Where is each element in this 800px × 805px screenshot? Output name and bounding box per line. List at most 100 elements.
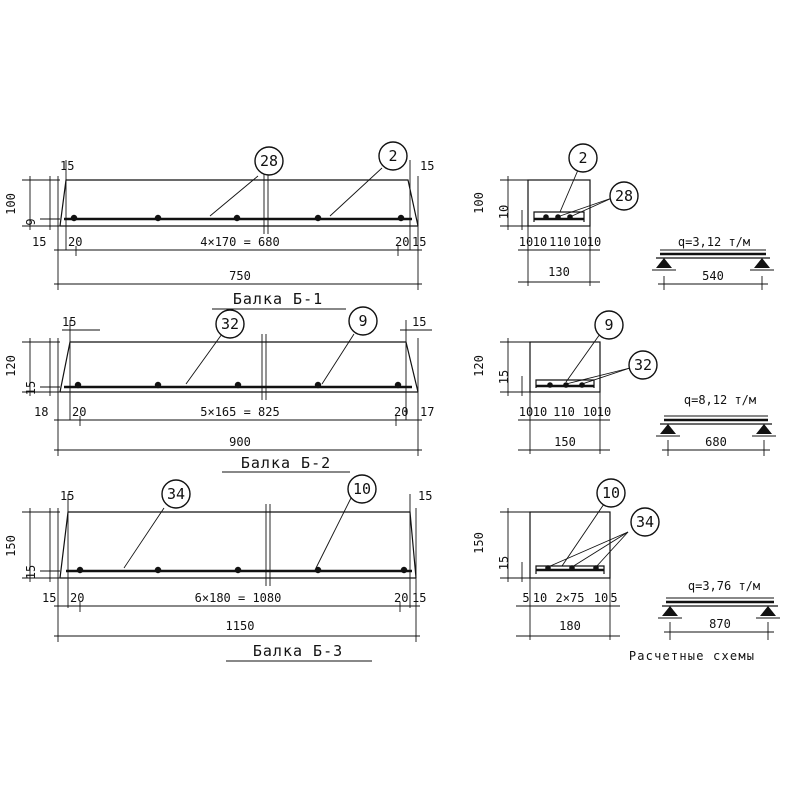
section-b2-sub-5: 10 bbox=[597, 405, 611, 419]
beam-b1-bubble-stirrup: 2 bbox=[378, 141, 408, 171]
beam-b1-bottom-left-gap: 20 bbox=[68, 235, 82, 249]
scheme-b1: q=3,12 т/м 540 bbox=[652, 235, 774, 290]
beam-b1: 28 2 15 15 100 9 15 20 4×170 = 680 20 15… bbox=[4, 141, 434, 310]
beam-b1-bubble-bar: 28 bbox=[254, 146, 284, 176]
beam-b2-bottom-right-edge: 17 bbox=[420, 405, 434, 419]
beam-b2-cover: 15 bbox=[24, 381, 38, 395]
section-b2-mark-bar: 32 bbox=[634, 356, 652, 374]
section-b1-sub-4: 10 bbox=[573, 235, 587, 249]
beam-b1-end-right: 15 bbox=[420, 159, 434, 173]
beam-b2-end-left: 15 bbox=[62, 315, 76, 329]
beam-b1-spacing-label: 4×170 = 680 bbox=[200, 235, 279, 249]
schemes-caption: Расчетные схемы bbox=[629, 649, 755, 663]
beam-b1-dimensions bbox=[22, 160, 422, 290]
scheme-b3-load: q=3,76 т/м bbox=[688, 579, 760, 593]
beam-b2-mark-bar: 32 bbox=[221, 315, 239, 333]
beam-b3-end-left: 15 bbox=[60, 489, 74, 503]
section-b2-sub-1: 10 bbox=[519, 405, 533, 419]
beam-b2-bottom-left-edge: 18 bbox=[34, 405, 48, 419]
section-b1-sub-3: 110 bbox=[549, 235, 571, 249]
beam-b1-end-left: 15 bbox=[60, 159, 74, 173]
beam-b3-title: Балка Б-3 bbox=[253, 642, 343, 660]
section-b1-sub-5: 10 bbox=[587, 235, 601, 249]
section-b1-width: 130 bbox=[548, 265, 570, 279]
beam-b3-cover: 15 bbox=[24, 565, 38, 579]
beam-b1-mark-bar: 28 bbox=[260, 152, 278, 170]
scheme-b1-load: q=3,12 т/м bbox=[678, 235, 750, 249]
beam-b3-elevation bbox=[59, 504, 417, 586]
beam-b3-bubble-bar: 34 bbox=[161, 479, 191, 509]
beam-b1-bottom-right-edge: 15 bbox=[412, 235, 426, 249]
section-b1-cover: 10 bbox=[497, 205, 511, 219]
beam-b1-leaders bbox=[209, 167, 383, 217]
section-b2-height: 120 bbox=[472, 355, 486, 377]
section-b2-width: 150 bbox=[554, 435, 576, 449]
beam-b2-bottom-left-gap: 20 bbox=[72, 405, 86, 419]
beam-b1-height: 100 bbox=[4, 193, 18, 215]
beam-b2-spacing-label: 5×165 = 825 bbox=[200, 405, 279, 419]
section-b2-sub-4: 10 bbox=[583, 405, 597, 419]
section-b3-mark-stirrup: 10 bbox=[602, 484, 620, 502]
beam-b3: 34 10 15 15 150 15 15 20 6×180 = 1080 20… bbox=[4, 474, 432, 662]
section-b1-sub-1: 10 bbox=[519, 235, 533, 249]
section-b3-sub-2: 10 bbox=[533, 591, 547, 605]
beam-b3-mark-bar: 34 bbox=[167, 485, 185, 503]
section-b3-width: 180 bbox=[559, 619, 581, 633]
beam-b3-spacing-label: 6×180 = 1080 bbox=[195, 591, 282, 605]
beam-b3-bottom-left-gap: 20 bbox=[70, 591, 84, 605]
section-b2: 9 32 120 15 10 10 110 10 10 150 bbox=[472, 310, 658, 454]
beam-b3-bubble-stirrup: 10 bbox=[347, 474, 377, 504]
beam-b3-total-length: 1150 bbox=[226, 619, 255, 633]
beam-b2-height: 120 bbox=[4, 355, 18, 377]
beam-b3-bottom-right-gap: 20 bbox=[394, 591, 408, 605]
scheme-b2: q=8,12 т/м 680 bbox=[656, 393, 776, 456]
beam-b1-bottom-right-gap: 20 bbox=[395, 235, 409, 249]
section-b1-height: 100 bbox=[472, 192, 486, 214]
beam-b3-bottom-right-edge: 15 bbox=[412, 591, 426, 605]
beam-b2-bubble-bar: 32 bbox=[215, 309, 245, 339]
section-b1-mark-bar: 28 bbox=[615, 187, 633, 205]
section-b2-cover: 15 bbox=[497, 370, 511, 384]
section-b3-sub-3: 2×75 bbox=[556, 591, 585, 605]
beam-b2-total-length: 900 bbox=[229, 435, 251, 449]
section-b1: 2 28 100 10 10 10 110 10 10 130 bbox=[472, 143, 639, 286]
beam-b2-bottom-right-gap: 20 bbox=[394, 405, 408, 419]
section-b2-sub-2: 10 bbox=[533, 405, 547, 419]
beam-b2-title: Балка Б-2 bbox=[241, 454, 331, 472]
beam-b2-dimensions bbox=[22, 320, 432, 456]
section-b3-cover: 15 bbox=[497, 556, 511, 570]
section-b1-mark-stirrup: 2 bbox=[578, 149, 587, 167]
beam-b3-leaders bbox=[123, 495, 353, 569]
section-b3-mark-bar: 34 bbox=[636, 513, 654, 531]
beam-b1-cover: 9 bbox=[24, 218, 38, 225]
beam-b2-elevation bbox=[59, 334, 419, 400]
beam-b2-end-right: 15 bbox=[412, 315, 426, 329]
beam-b2: 32 9 15 15 120 15 18 20 5×165 = 825 20 1… bbox=[4, 306, 434, 473]
beam-b1-bottom-left-edge: 15 bbox=[32, 235, 46, 249]
beam-b3-end-right: 15 bbox=[418, 489, 432, 503]
beam-b2-bubble-stirrup: 9 bbox=[348, 306, 378, 336]
beam-b1-elevation bbox=[59, 172, 419, 234]
beam-b1-title: Балка Б-1 bbox=[233, 290, 323, 308]
section-b1-sub-2: 10 bbox=[533, 235, 547, 249]
section-b2-sub-3: 110 bbox=[553, 405, 575, 419]
scheme-b1-span: 540 bbox=[702, 269, 724, 283]
beam-b3-dimensions bbox=[22, 494, 420, 642]
scheme-b3: q=3,76 т/м 870 bbox=[658, 579, 780, 640]
scheme-b2-load: q=8,12 т/м bbox=[684, 393, 756, 407]
section-b3-sub-1: 5 bbox=[522, 591, 529, 605]
beam-b2-leaders bbox=[185, 333, 355, 385]
beam-b3-mark-stirrup: 10 bbox=[353, 480, 371, 498]
section-b3-sub-5: 5 bbox=[610, 591, 617, 605]
beam-b2-mark-stirrup: 9 bbox=[358, 312, 367, 330]
beam-b1-mark-stirrup: 2 bbox=[388, 147, 397, 165]
scheme-b2-span: 680 bbox=[705, 435, 727, 449]
scheme-b3-span: 870 bbox=[709, 617, 731, 631]
section-b3: 10 34 150 15 5 10 2×75 10 5 180 bbox=[472, 478, 660, 640]
section-b2-mark-stirrup: 9 bbox=[604, 316, 613, 334]
beam-b3-height: 150 bbox=[4, 535, 18, 557]
section-b3-sub-4: 10 bbox=[594, 591, 608, 605]
beam-b1-total-length: 750 bbox=[229, 269, 251, 283]
